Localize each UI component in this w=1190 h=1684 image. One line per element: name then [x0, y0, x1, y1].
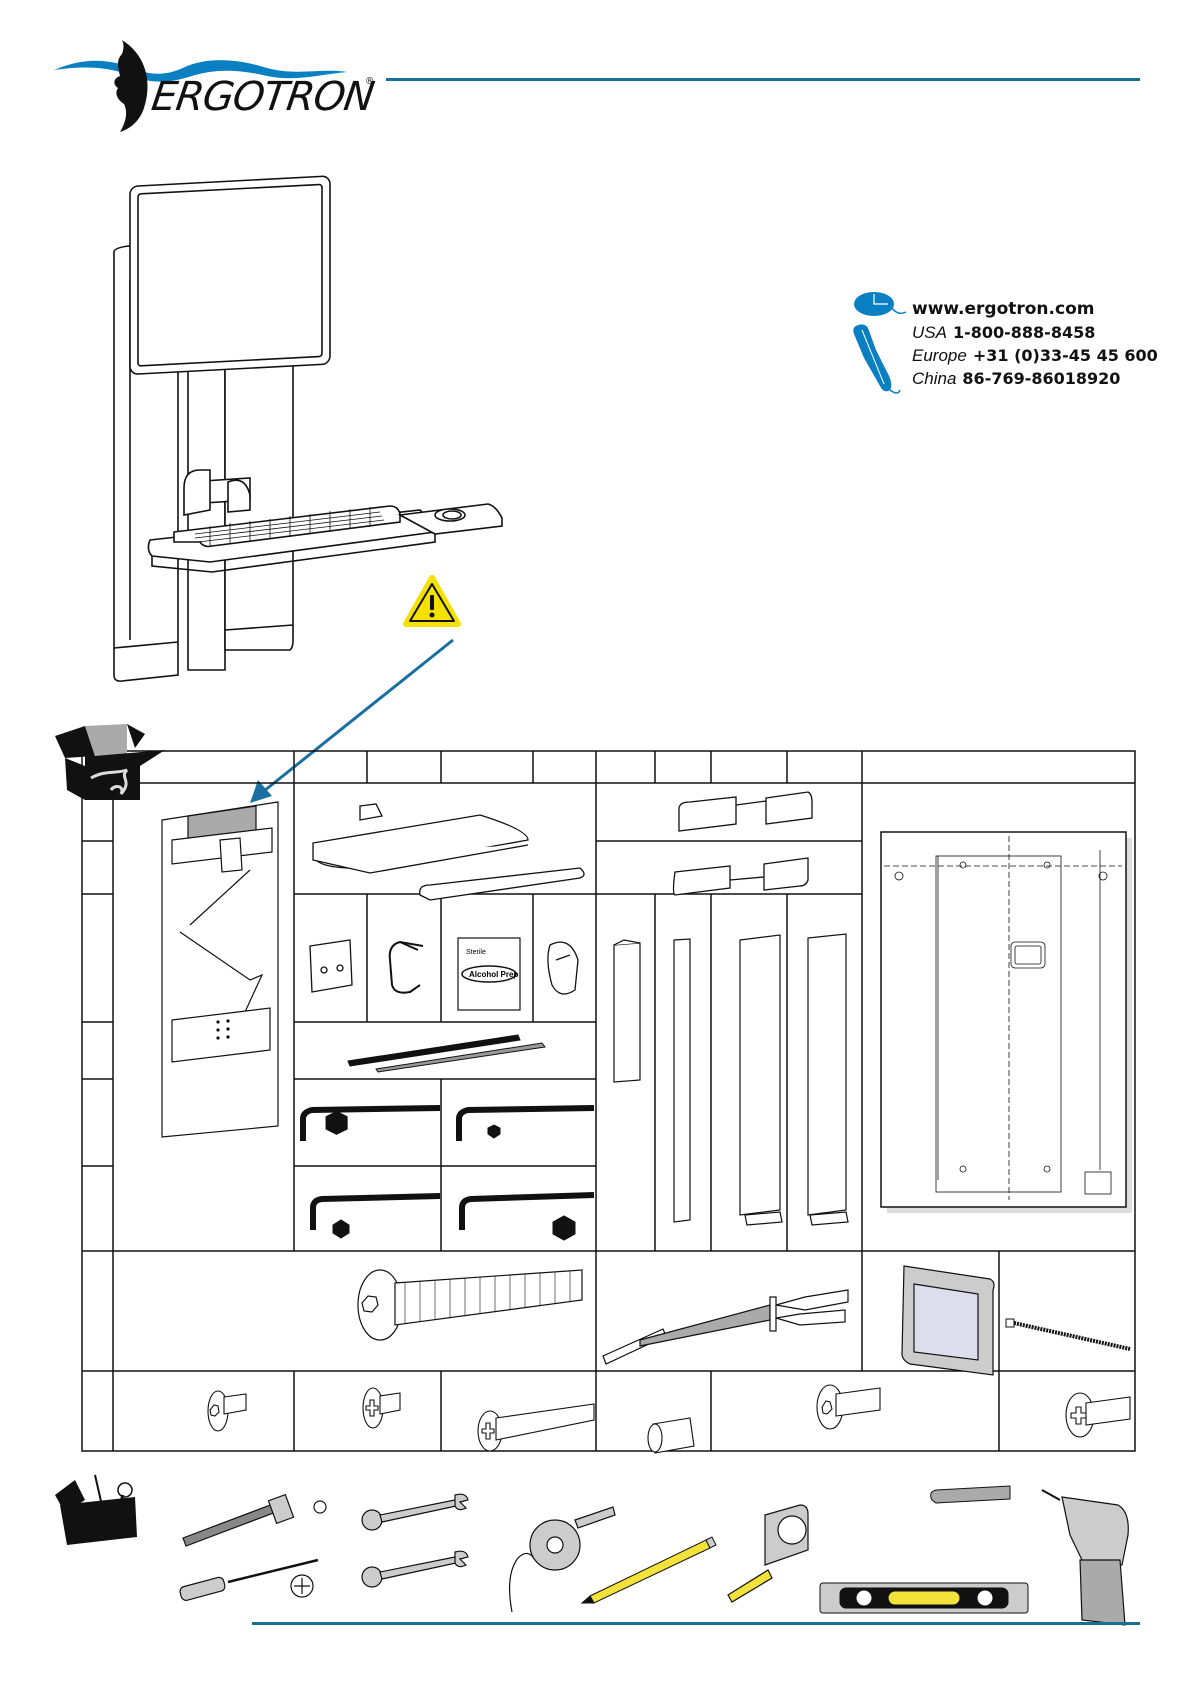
warning-icon: [403, 575, 461, 627]
keyboard-tray-with-wrist-rest: [312, 803, 585, 901]
mouse-icon: [854, 292, 907, 316]
combination-wrench-icon: [361, 1493, 469, 1531]
wall-template: [880, 831, 1132, 1213]
side-cover-right: [807, 933, 849, 1226]
hex-key-large: [300, 1105, 441, 1141]
long-hex-bolt: [357, 1269, 583, 1341]
footer-rule: [252, 1622, 1140, 1625]
side-cover-left: [739, 934, 783, 1226]
tape-icon: [508, 1506, 616, 1613]
hex-key-small: [456, 1105, 595, 1141]
power-drill-icon: [1041, 1489, 1129, 1626]
wall-track-assembly: [161, 801, 279, 1138]
website-link[interactable]: www.ergotron.com: [912, 299, 1095, 319]
adhesive-strips: [347, 1034, 546, 1073]
vesa-plate: [309, 939, 353, 993]
socket-wrench-icon: [182, 1493, 327, 1547]
hex-button-screw: [816, 1384, 881, 1430]
phillips-screw-short: [362, 1387, 401, 1429]
level-icon: [819, 1582, 1029, 1614]
cable-tie: [1005, 1318, 1131, 1351]
phone-china: China 86-769-86018920: [912, 369, 1120, 389]
hex-key-medium: [310, 1193, 441, 1239]
wall-anchor-toggle: [602, 1289, 849, 1365]
phone-region: USA: [912, 323, 947, 342]
logo-wordmark: ERGOTRON: [148, 74, 377, 120]
phone-number: 1-800-888-8458: [952, 323, 1096, 342]
phone-europe: Europe +31 (0)33-45 45 600: [912, 346, 1158, 366]
spacer: [647, 1417, 695, 1454]
alcohol-prep-line1: Sterile: [466, 949, 486, 956]
logo-swoosh-icon: [54, 40, 347, 132]
alcohol-prep-line2: Alcohol Prep: [469, 970, 518, 979]
mouse-tray-right: [672, 857, 809, 896]
header-rule: [386, 78, 1140, 81]
contact-block: www.ergotron.com USA 1-800-888-8458 Europ…: [850, 290, 1170, 400]
box-icon: [55, 724, 165, 800]
phillips-screw-long: [477, 1403, 595, 1452]
channel-cover-narrow: [613, 939, 641, 1083]
vesa-adapter-plate: [901, 1265, 995, 1376]
phone-region: Europe: [912, 346, 967, 365]
phone-number: 86-769-86018920: [962, 369, 1121, 388]
phillips-screw-small: [1065, 1392, 1131, 1438]
hex-key-xlarge: [459, 1192, 595, 1241]
mouse-holder: [547, 941, 579, 995]
product-illustration: [113, 175, 503, 682]
phone-region: China: [912, 369, 957, 388]
cable-clip: [388, 940, 424, 994]
alcohol-prep-pad: Sterile Alcohol Prep: [457, 937, 521, 1011]
phone-icon: [853, 324, 901, 394]
phillips-screwdriver-icon: [179, 1558, 319, 1601]
phone-number: +31 (0)33-45 45 600: [972, 346, 1158, 365]
phone-usa: USA 1-800-888-8458: [912, 323, 1095, 343]
tape-measure-icon: [727, 1504, 809, 1603]
pencil-icon: [580, 1536, 717, 1604]
ergotron-logo: ERGOTRON ®: [52, 38, 382, 133]
channel-cover-thin: [673, 938, 691, 1223]
mouse-tray-left: [678, 791, 813, 832]
combination-wrench-icon: [361, 1550, 469, 1588]
hex-button-screw-short: [207, 1390, 247, 1432]
registered-mark: ®: [366, 76, 374, 87]
drill-bit-icon: [930, 1485, 1011, 1504]
toolbox-icon: [55, 1474, 137, 1545]
